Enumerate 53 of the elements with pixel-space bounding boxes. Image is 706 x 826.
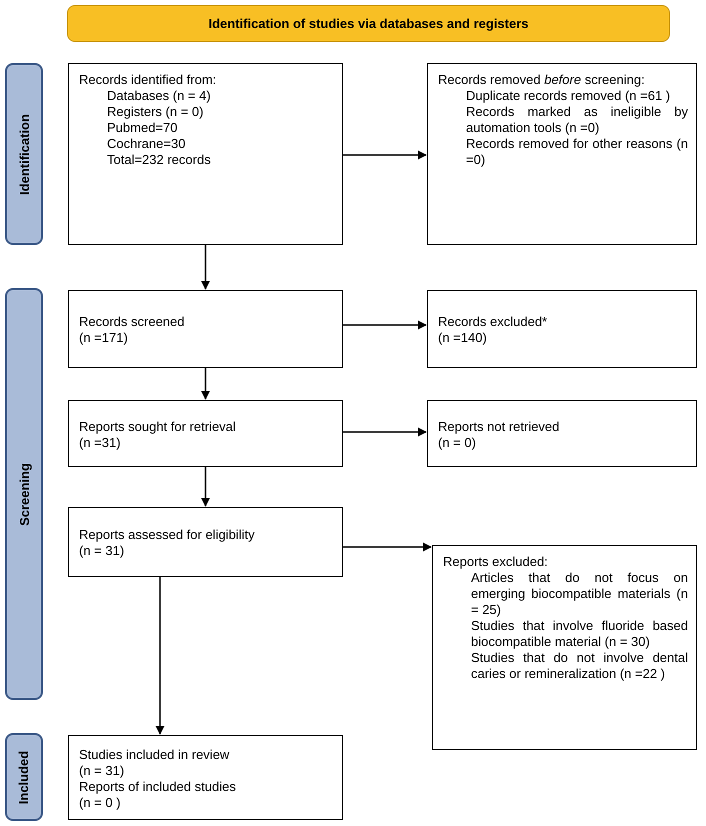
box-text: (n =171) <box>79 330 129 346</box>
arrow <box>156 577 164 735</box>
process-box <box>427 290 697 368</box>
phase-label: Identification <box>16 114 32 194</box>
process-box <box>427 400 697 467</box>
phase-band <box>5 288 43 700</box>
phase-label: Included <box>16 750 32 804</box>
arrow <box>201 245 210 290</box>
box-heading: Reports not retrieved <box>438 418 560 434</box>
process-box <box>68 735 343 820</box>
box-heading: Reports excluded: <box>443 554 549 570</box>
box-text: (n =140) <box>438 330 488 346</box>
box-text: (n = 0) <box>438 434 477 450</box>
process-box <box>432 545 697 750</box>
box-heading: Records identified from: <box>79 72 218 88</box>
box-heading: Records excluded* <box>438 314 548 330</box>
box-heading: Reports assessed for eligibility <box>79 527 256 543</box>
banner-text: Identification of studies via databases and registers <box>208 16 529 31</box>
box-text: Total=232 records <box>107 152 212 168</box>
phase-band <box>5 63 43 245</box>
phase-label: Screening <box>16 462 32 526</box>
phase-band <box>5 733 43 821</box>
box-text: Databases (n = 4) <box>107 88 212 104</box>
box-text: Records removed for other reasons (n =0) <box>466 136 688 168</box>
box-heading: Studies included in review <box>79 746 230 762</box>
box-text: (n = 0 ) <box>79 794 122 810</box>
process-box <box>68 400 343 467</box>
box-heading: Reports sought for retrieval <box>79 418 237 434</box>
process-box <box>427 63 697 245</box>
title-banner <box>67 5 670 42</box>
arrow <box>201 368 210 400</box>
box-text: Articles that do not focus on emerging biocompatible materials (n = 25) <box>471 570 688 618</box>
arrow <box>343 150 427 160</box>
box-text: Records marked as ineligible by automation tools (n =0) <box>466 104 688 136</box>
box-text: (n = 31) <box>79 762 126 778</box>
box-text: Duplicate records removed (n =61 ) <box>466 88 672 104</box>
box-text: Studies that involve fluoride based biocompatible material (n = 30) <box>471 618 688 650</box>
box-heading: Records screened <box>79 314 186 330</box>
arrow <box>343 428 427 436</box>
box-text: (n =31) <box>79 434 122 450</box>
box-text: Reports of included studies <box>79 778 237 794</box>
process-box <box>68 63 343 245</box>
box-text: Cochrane=30 <box>107 136 186 152</box>
box-text: (n = 31) <box>79 543 126 559</box>
process-box <box>68 507 343 577</box>
box-text: Studies that do not involve dental caries or remineralization (n =22 ) <box>471 650 688 682</box>
arrow <box>343 320 427 330</box>
box-text: Registers (n = 0) <box>107 104 204 120</box>
box-text: Pubmed=70 <box>107 120 178 136</box>
process-box <box>68 290 343 368</box>
box-heading: Records removed before screening: <box>438 72 646 88</box>
arrow <box>343 542 432 552</box>
arrow <box>201 467 210 507</box>
